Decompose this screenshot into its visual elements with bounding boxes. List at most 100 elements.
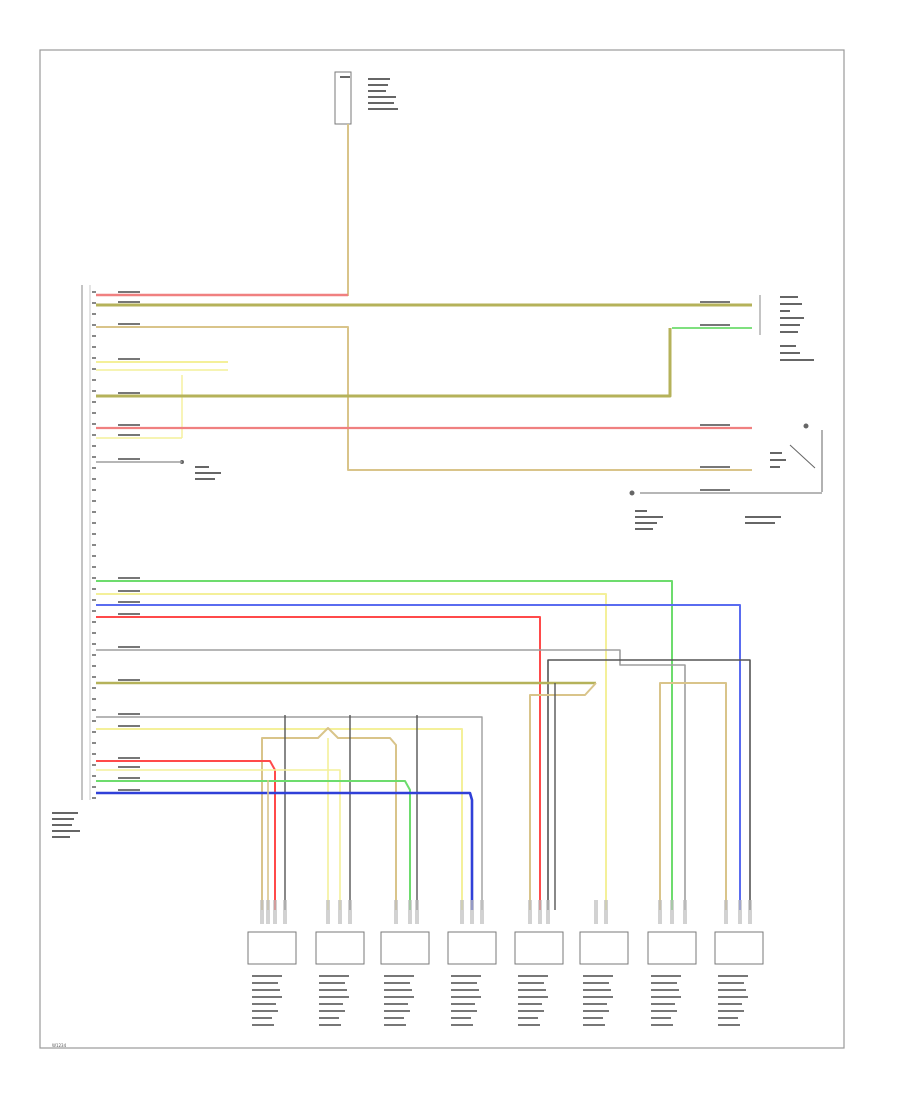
pin-mark	[92, 511, 96, 513]
wire-color-code	[118, 766, 140, 768]
pin-mark	[92, 324, 96, 326]
wire-olive-loop	[96, 328, 672, 398]
wire-color-code	[700, 324, 730, 326]
wire-color-code	[118, 725, 140, 727]
pin-mark	[92, 621, 96, 623]
wires	[96, 124, 822, 910]
connector-pin	[415, 900, 419, 924]
connector-pin	[738, 900, 742, 924]
pin-mark	[92, 379, 96, 381]
wire-color-code	[118, 323, 140, 325]
connector-pin	[348, 900, 352, 924]
pin-mark	[92, 665, 96, 667]
pin-mark	[92, 313, 96, 315]
ground-icon	[180, 460, 221, 480]
wire-yellow-run	[96, 593, 607, 910]
pin-mark	[92, 346, 96, 348]
pin-mark	[92, 566, 96, 568]
pin-mark	[92, 753, 96, 755]
pin-mark	[92, 797, 96, 799]
wire-color-code	[700, 301, 730, 303]
fuse-box	[334, 71, 352, 125]
pin-mark	[92, 687, 96, 689]
pin-mark	[92, 654, 96, 656]
pin-mark	[92, 742, 96, 744]
wire-color-code	[118, 291, 140, 293]
wire-color-code	[700, 489, 730, 491]
wire-color-code	[118, 590, 140, 592]
pin-mark	[92, 478, 96, 480]
pin-mark	[92, 709, 96, 711]
control-unit-label	[52, 812, 80, 838]
wire-color-code	[118, 789, 140, 791]
wire-color-code	[118, 757, 140, 759]
wire-color-code	[118, 646, 140, 648]
pin-mark	[92, 390, 96, 392]
wire-dark-gray-run	[547, 659, 751, 910]
connector-pin	[538, 900, 542, 924]
footer-code: W1234	[52, 1043, 67, 1048]
pin-mark	[92, 764, 96, 766]
pin-mark	[92, 676, 96, 678]
connector-pin	[338, 900, 342, 924]
pin-mark	[92, 632, 96, 634]
wire-color-code	[700, 424, 730, 426]
wire-color-code	[118, 434, 140, 436]
pin-mark	[92, 357, 96, 359]
connector-pin	[408, 900, 412, 924]
pin-mark	[92, 456, 96, 458]
wire-blue-run	[96, 604, 741, 910]
wire-tan-upper	[96, 326, 752, 471]
pin-mark	[92, 302, 96, 304]
connector-pin	[470, 900, 474, 924]
pin-mark	[92, 467, 96, 469]
connector-pin	[460, 900, 464, 924]
wire-color-code	[118, 458, 140, 460]
switch-symbol	[629, 423, 823, 496]
pin-mark	[92, 335, 96, 337]
connector-pin	[683, 900, 687, 924]
pin-mark	[92, 434, 96, 436]
pin-mark	[92, 544, 96, 546]
wire-tan-drop-b	[659, 682, 727, 910]
pin-mark	[92, 599, 96, 601]
connector-pin	[594, 900, 598, 924]
fuse-box-label	[340, 76, 398, 110]
connector-pin	[658, 900, 662, 924]
wire-color-code	[118, 392, 140, 394]
pin-mark	[92, 522, 96, 524]
wire-gray-run	[96, 649, 686, 910]
pin-mark	[92, 588, 96, 590]
wire-tan-low	[96, 728, 463, 910]
connector-pin	[480, 900, 484, 924]
speaker-labels	[252, 975, 748, 1026]
wire-tags	[118, 291, 752, 924]
connector-pin	[266, 900, 270, 924]
wire-color-code	[118, 577, 140, 579]
right-connector-label	[780, 296, 814, 361]
wire-color-code	[118, 601, 140, 603]
wire-green-run	[96, 580, 673, 910]
connector-pin	[546, 900, 550, 924]
connector-pin	[394, 900, 398, 924]
pin-mark	[92, 786, 96, 788]
pin-mark	[92, 401, 96, 403]
connector-pin	[748, 900, 752, 924]
wire-blue-low	[96, 791, 474, 910]
wire-red-run	[96, 616, 541, 910]
pin-mark	[92, 533, 96, 535]
pin-mark	[92, 775, 96, 777]
pin-mark	[92, 698, 96, 700]
pin-mark	[92, 368, 96, 370]
connector-pin	[670, 900, 674, 924]
wire-green-low	[96, 780, 411, 910]
pin-mark	[92, 610, 96, 612]
wire-color-code	[118, 713, 140, 715]
connector-pin	[528, 900, 532, 924]
pin-mark	[92, 489, 96, 491]
wire-tan-low-loop	[261, 727, 397, 910]
connector-pin	[260, 900, 264, 924]
wire-tan-drop-a	[529, 682, 597, 910]
wire-gray-low	[96, 716, 483, 910]
